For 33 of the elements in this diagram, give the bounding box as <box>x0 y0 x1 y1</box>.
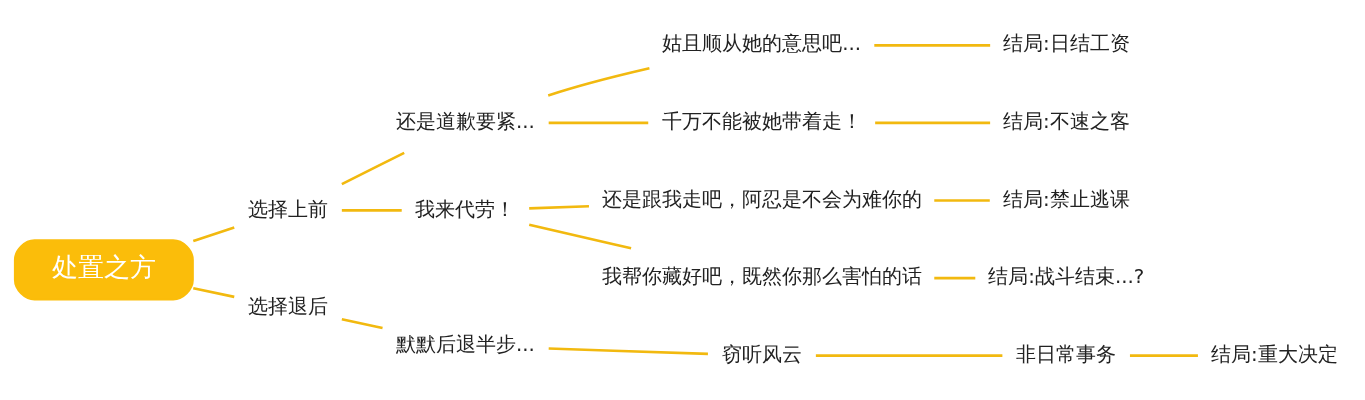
node-text: 还是跟我走吧，阿忍是不会为难你的 <box>601 187 922 211</box>
node-text: 我来代劳！ <box>415 197 516 221</box>
connector <box>547 66 650 97</box>
node-text: 结局:日结工资 <box>1002 31 1130 55</box>
connector <box>874 43 991 47</box>
node-text: 选择退后 <box>247 294 328 318</box>
node-text: 选择上前 <box>247 197 328 221</box>
connector <box>341 208 402 212</box>
node-box: 处置之方 <box>13 238 194 300</box>
node-text: 千万不能被她带着走！ <box>661 109 862 133</box>
connector <box>528 223 632 250</box>
connector <box>934 276 976 279</box>
node-text: 结局:禁止逃课 <box>1002 187 1130 211</box>
connector <box>341 151 405 185</box>
connector <box>529 204 590 210</box>
connector <box>548 346 708 355</box>
node-text: 窃听风云 <box>721 342 802 366</box>
node-text: 结局:战斗结束...? <box>988 264 1145 288</box>
connector <box>934 198 990 202</box>
connector <box>192 225 235 242</box>
node-text: 姑且顺从她的意思吧... <box>662 31 862 55</box>
node-text: 非日常事务 <box>1016 342 1117 366</box>
node-text: 我帮你藏好吧，既然你那么害怕的话 <box>601 264 922 288</box>
connector <box>875 121 991 124</box>
connector <box>815 353 1003 357</box>
node-text: 结局:重大决定 <box>1211 342 1338 366</box>
connector <box>341 317 383 329</box>
node-text: 结局:不速之客 <box>1002 109 1130 133</box>
connector <box>193 286 235 298</box>
node-text: 还是道歉要紧... <box>395 109 535 133</box>
node-text: 默默后退半步... <box>395 332 535 356</box>
connector <box>1129 353 1198 357</box>
connector <box>548 121 649 124</box>
